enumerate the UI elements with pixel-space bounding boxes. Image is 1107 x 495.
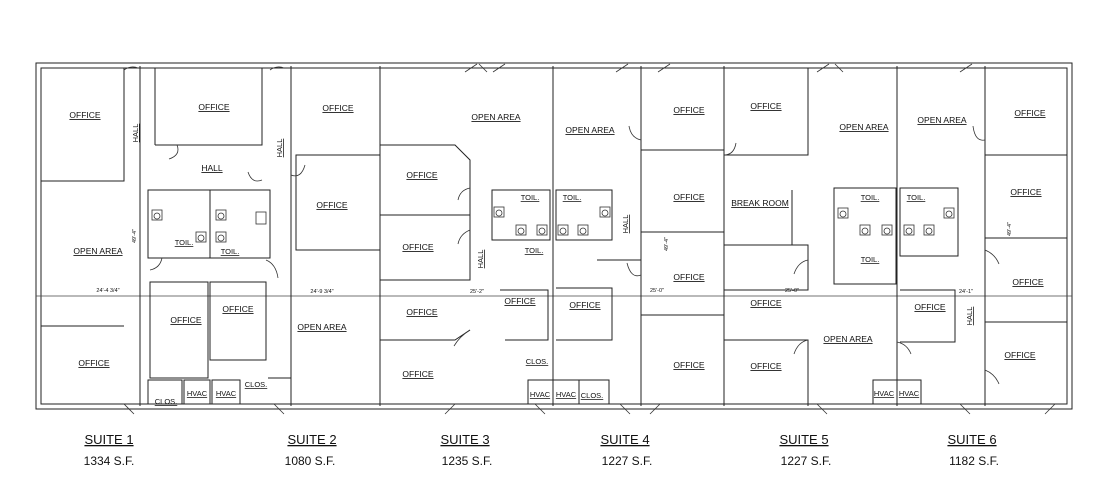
dimension-labels: 49'-4" 24'-4 3/4" 24'-9 3/4" 25'-2" 49'-… — [96, 222, 1013, 295]
dimension-label: 24'-9 3/4" — [310, 289, 333, 295]
room-label: TOIL. — [861, 255, 880, 264]
room-label: CLOS. — [526, 357, 549, 366]
suite-6-walls — [896, 154, 1067, 405]
room-label: TOIL. — [521, 193, 540, 202]
room-label: HALL — [965, 307, 974, 326]
suite-area: 1182 S.F. — [949, 454, 999, 468]
dimension-label: 25'-2" — [470, 289, 484, 295]
room-label: OPEN AREA — [823, 334, 872, 344]
room-label: HALL — [476, 250, 485, 269]
room-label: OFFICE — [1004, 350, 1035, 360]
room-label: HALL — [131, 124, 140, 143]
suite-name: SUITE 1 — [84, 432, 133, 447]
suite-3-walls — [380, 144, 551, 341]
room-label: OFFICE — [750, 298, 781, 308]
room-label: TOIL. — [525, 246, 544, 255]
room-label: HALL — [275, 139, 284, 158]
suite-name: SUITE 3 — [440, 432, 489, 447]
dimension-label: 49'-4" — [664, 237, 670, 251]
room-label: OFFICE — [69, 110, 100, 120]
room-label: HALL — [201, 163, 223, 173]
room-label: OFFICE — [402, 242, 433, 252]
room-label: HVAC — [216, 389, 237, 398]
room-label: OFFICE — [673, 192, 704, 202]
dimension-label: 49'-4" — [132, 229, 138, 243]
suite-4-walls — [527, 189, 641, 405]
room-label: OPEN AREA — [73, 246, 122, 256]
suite-name: SUITE 2 — [287, 432, 336, 447]
suite-5-walls — [641, 68, 898, 406]
suite-area: 1334 S.F. — [84, 454, 135, 468]
room-label: HVAC — [556, 390, 577, 399]
room-label: OPEN AREA — [297, 322, 346, 332]
room-label: BREAK ROOM — [731, 198, 789, 208]
room-label: OFFICE — [406, 307, 437, 317]
room-label: OFFICE — [316, 200, 347, 210]
room-label: TOIL. — [221, 247, 240, 256]
room-label: CLOS. — [155, 397, 178, 406]
room-label: OFFICE — [914, 302, 945, 312]
room-label: OFFICE — [504, 296, 535, 306]
room-label: OPEN AREA — [917, 115, 966, 125]
suite-2-walls — [268, 154, 381, 379]
room-label: OFFICE — [673, 105, 704, 115]
room-label: OFFICE — [170, 315, 201, 325]
room-label: TOIL. — [861, 193, 880, 202]
room-label: TOIL. — [175, 238, 194, 247]
room-label: OFFICE — [222, 304, 253, 314]
toilet-fixtures — [151, 206, 955, 243]
room-labels: OFFICE OPEN AREA OFFICE HALL OFFICE HALL… — [69, 101, 1045, 406]
suite-1-walls — [41, 68, 271, 405]
room-label: OFFICE — [750, 101, 781, 111]
door-swings — [123, 63, 1056, 415]
room-label: OFFICE — [673, 272, 704, 282]
room-label: HALL — [621, 215, 630, 234]
dimension-label: 49'-4" — [1007, 222, 1013, 236]
room-label: HVAC — [187, 389, 208, 398]
suite-captions: SUITE 1 1334 S.F. SUITE 2 1080 S.F. SUIT… — [84, 432, 999, 468]
room-label: OFFICE — [78, 358, 109, 368]
room-label: OFFICE — [673, 360, 704, 370]
suite-area: 1227 S.F. — [781, 454, 832, 468]
room-label: OPEN AREA — [565, 125, 614, 135]
dimension-label: 24'-1" — [959, 289, 973, 295]
room-label: OFFICE — [569, 300, 600, 310]
room-label: OFFICE — [322, 103, 353, 113]
suite-area: 1080 S.F. — [285, 454, 336, 468]
room-label: HVAC — [530, 390, 551, 399]
room-label: TOIL. — [907, 193, 926, 202]
room-label: HVAC — [874, 389, 895, 398]
exterior-wall — [35, 62, 1073, 410]
room-label: CLOS. — [581, 391, 604, 400]
suite-area: 1227 S.F. — [602, 454, 653, 468]
room-label: CLOS. — [245, 380, 268, 389]
room-label: OFFICE — [198, 102, 229, 112]
room-label: OFFICE — [1010, 187, 1041, 197]
room-label: OFFICE — [1014, 108, 1045, 118]
room-label: OPEN AREA — [471, 112, 520, 122]
dimension-label: 25'-0" — [785, 288, 799, 294]
suite-name: SUITE 5 — [779, 432, 828, 447]
room-label: OFFICE — [402, 369, 433, 379]
demising-walls — [139, 66, 986, 406]
room-label: OFFICE — [1012, 277, 1043, 287]
suite-name: SUITE 4 — [600, 432, 649, 447]
dimension-label: 24'-4 3/4" — [96, 288, 119, 294]
room-label: OFFICE — [406, 170, 437, 180]
room-label: HVAC — [899, 389, 920, 398]
dimension-label: 25'-0" — [650, 288, 664, 294]
room-label: OPEN AREA — [839, 122, 888, 132]
room-label: TOIL. — [563, 193, 582, 202]
exterior-wall-inner — [40, 67, 1068, 405]
suite-name: SUITE 6 — [947, 432, 996, 447]
suite-area: 1235 S.F. — [442, 454, 493, 468]
room-label: OFFICE — [750, 361, 781, 371]
